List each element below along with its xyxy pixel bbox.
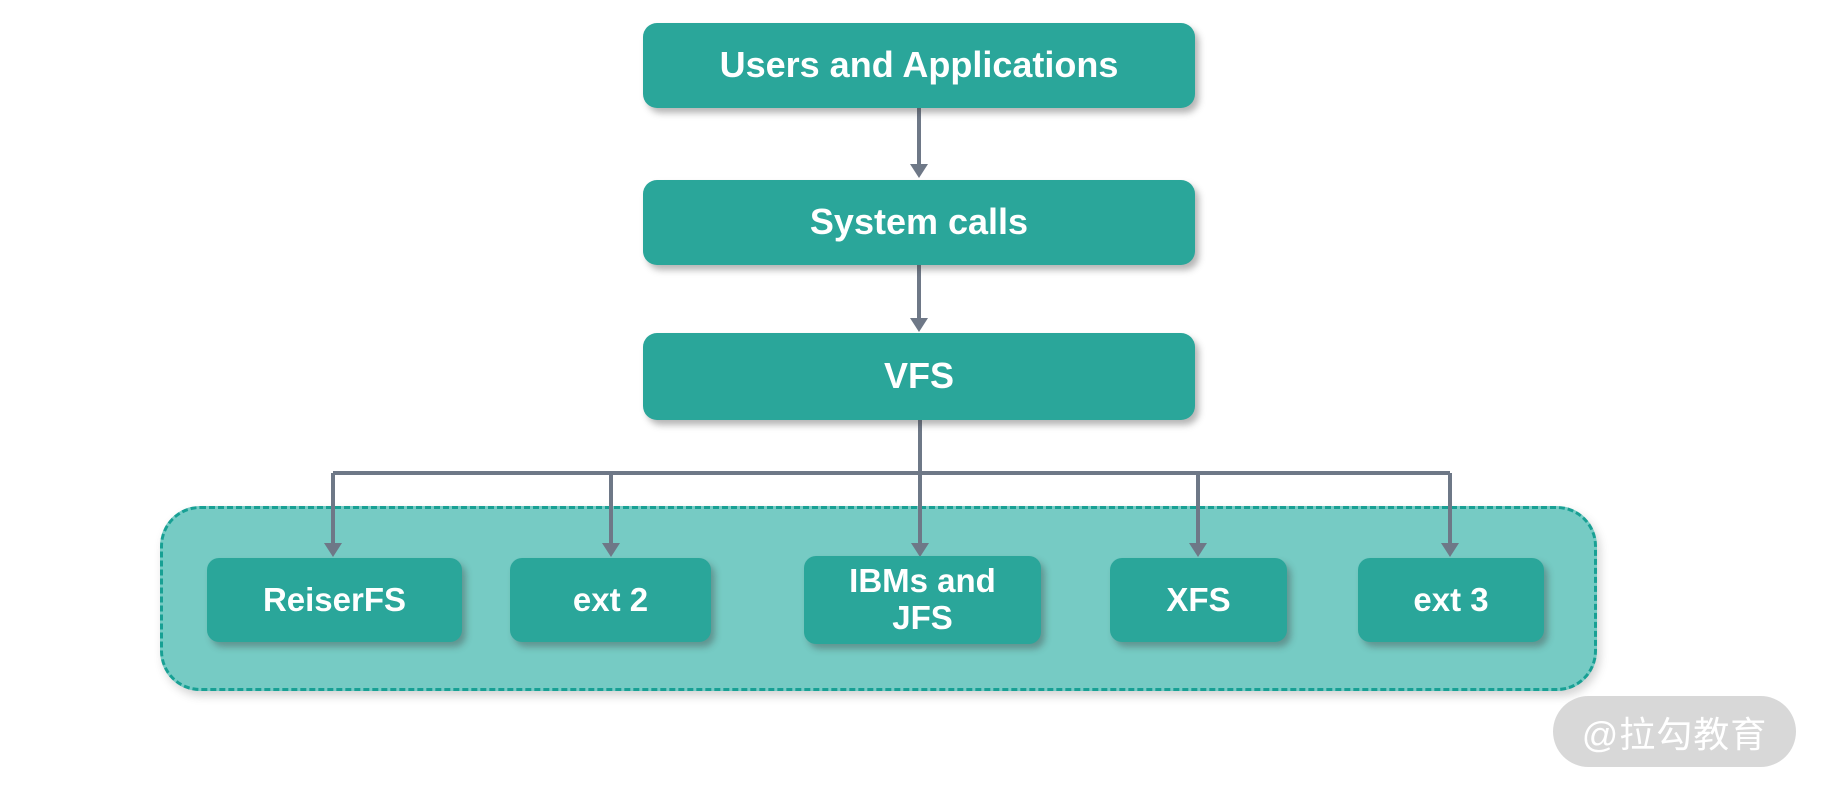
node-system-calls: System calls [643, 180, 1195, 265]
node-ext2: ext 2 [510, 558, 711, 642]
node-xfs: XFS [1110, 558, 1287, 642]
node-xfs-label: XFS [1166, 580, 1231, 618]
node-ext2-label: ext 2 [572, 580, 649, 618]
node-users-and-applications-label: Users and Applications [719, 44, 1119, 86]
node-ibms-jfs: IBMs and JFS [804, 556, 1041, 644]
node-vfs-label: VFS [883, 355, 954, 397]
watermark-text: @拉勾教育 [1581, 713, 1768, 755]
arrowhead-vfs [910, 318, 928, 332]
node-ext3: ext 3 [1358, 558, 1544, 642]
node-ext3-label: ext 3 [1413, 580, 1489, 618]
node-reiserfs-label: ReiserFS [262, 580, 407, 618]
watermark-badge: @拉勾教育 [1553, 696, 1796, 767]
node-ibms-jfs-label: IBMs and JFS [849, 562, 996, 636]
node-reiserfs: ReiserFS [207, 558, 462, 642]
node-system-calls-label: System calls [809, 201, 1029, 243]
node-vfs: VFS [643, 333, 1195, 420]
arrowhead-system-calls [910, 164, 928, 178]
node-users-and-applications: Users and Applications [643, 23, 1195, 108]
